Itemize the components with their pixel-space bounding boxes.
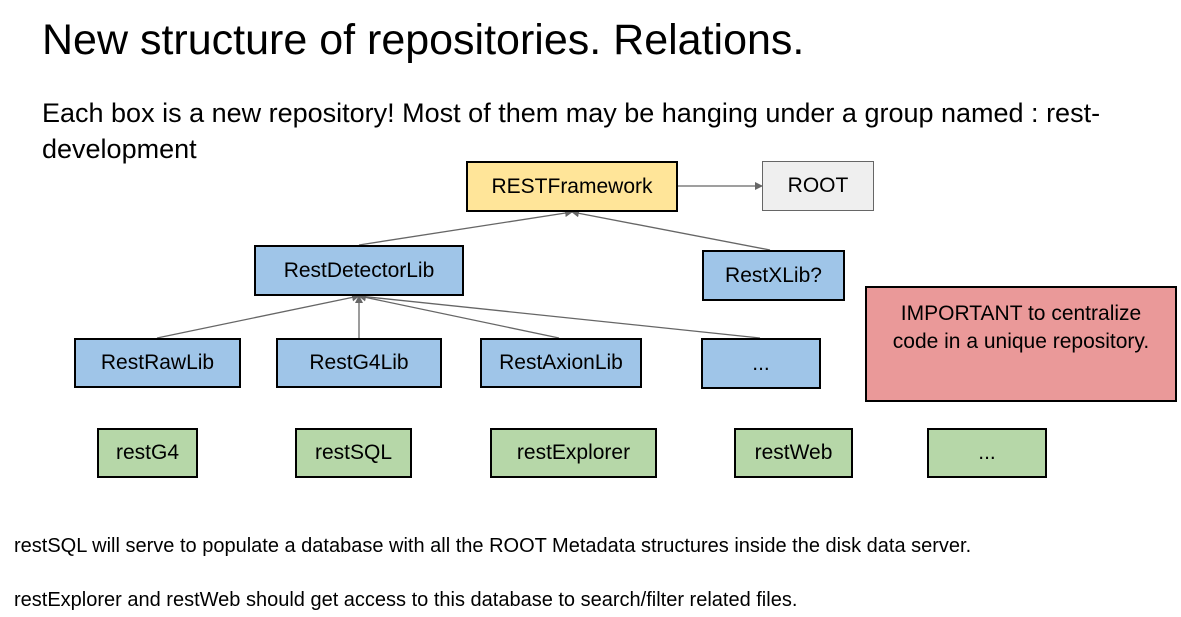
box-important-note-label: IMPORTANT to centralize code in a unique…: [892, 302, 1150, 353]
box-rest-framework-label: RESTFramework: [491, 174, 653, 198]
connector-axionlib-to-detectorlib: [358, 293, 560, 339]
box-rest-detector-lib: RestDetectorLib: [254, 245, 464, 296]
connector-morelibs-to-detectorlib: [358, 292, 761, 339]
box-rest-sql-label: restSQL: [314, 441, 393, 464]
box-rest-axion-lib-label: RestAxionLib: [499, 351, 623, 374]
box-more-apps: ...: [927, 428, 1047, 478]
box-rest-g4: restG4: [97, 428, 198, 478]
box-rest-g4-label: restG4: [115, 441, 180, 464]
box-rest-detector-lib-label: RestDetectorLib: [283, 258, 435, 282]
box-rest-sql: restSQL: [295, 428, 412, 478]
note-line-1: restSQL will serve to populate a databas…: [14, 535, 972, 557]
box-rest-web: restWeb: [734, 428, 853, 478]
box-root-label: ROOT: [787, 174, 849, 197]
box-rest-web-label: restWeb: [754, 441, 833, 464]
box-rest-g4-lib-label: RestG4Lib: [309, 351, 409, 374]
slide-title: New structure of repositories. Relations…: [42, 16, 805, 64]
box-more-apps-label: ...: [978, 441, 996, 464]
connector-rawlib-to-detectorlib: [156, 293, 360, 339]
box-rest-axion-lib: RestAxionLib: [480, 338, 642, 388]
box-root: ROOT: [762, 161, 874, 211]
note-line-2: restExplorer and restWeb should get acce…: [14, 589, 798, 611]
box-rest-raw-lib-label: RestRawLib: [100, 351, 215, 374]
box-rest-g4-lib: RestG4Lib: [276, 338, 442, 388]
box-rest-xlib: RestXLib?: [702, 250, 845, 301]
box-rest-explorer-label: restExplorer: [516, 441, 631, 464]
connector-xlib-to-framework: [571, 209, 771, 251]
box-rest-xlib-label: RestXLib?: [725, 263, 822, 287]
box-more-libs: ...: [701, 338, 821, 389]
box-rest-raw-lib: RestRawLib: [74, 338, 241, 388]
box-rest-explorer: restExplorer: [490, 428, 657, 478]
box-rest-framework: RESTFramework: [466, 161, 678, 212]
connector-detectorlib-to-framework: [358, 209, 573, 246]
box-more-libs-label: ...: [752, 351, 770, 375]
box-important-note: IMPORTANT to centralize code in a unique…: [865, 286, 1177, 402]
slide-subtitle: Each box is a new repository! Most of th…: [42, 98, 1101, 164]
